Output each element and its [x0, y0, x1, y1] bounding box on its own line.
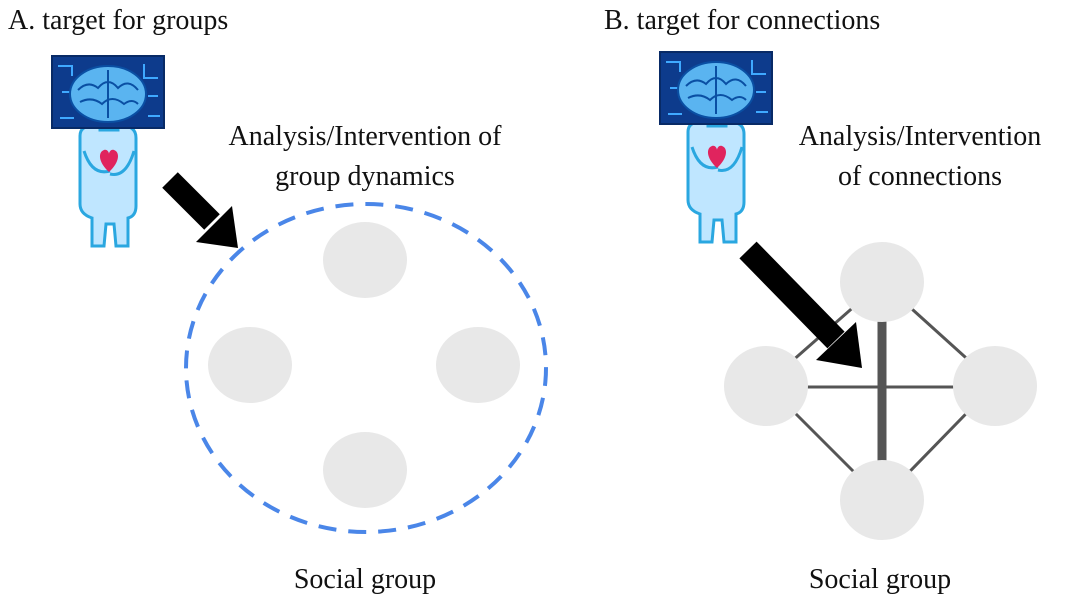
panel-b-title: B. target for connections [604, 5, 881, 36]
panel-a-caption-line1: Analysis/Intervention of [228, 121, 502, 152]
group-member-node [436, 327, 520, 403]
panel-a-title: A. target for groups [8, 5, 229, 36]
group-member-node [840, 460, 924, 540]
group-member-node [953, 346, 1037, 426]
panel-b-caption-line1: Analysis/Intervention [798, 121, 1042, 152]
panel-a-caption-line2: group dynamics [275, 161, 455, 192]
ai-robot-icon [50, 54, 166, 248]
intervention-arrow [162, 172, 238, 248]
group-member-node [323, 222, 407, 298]
group-member-node [840, 242, 924, 322]
panel-b-footer: Social group [808, 564, 952, 595]
group-member-node [208, 327, 292, 403]
ai-robot-icon [658, 50, 774, 244]
group-boundary-circle [184, 202, 548, 534]
panel-b-caption-line2: of connections [837, 161, 1003, 192]
intervention-arrow [739, 241, 862, 368]
group-member-node [323, 432, 407, 508]
panel-a-footer: Social group [293, 564, 437, 595]
group-member-node [724, 346, 808, 426]
